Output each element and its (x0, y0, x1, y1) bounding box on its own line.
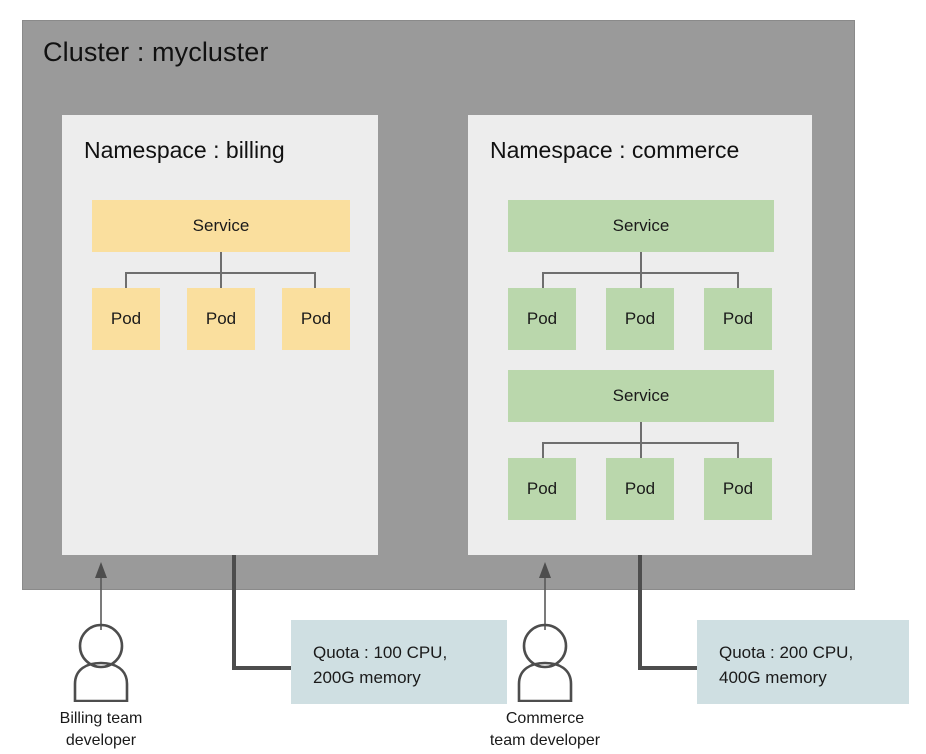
namespace-billing: Namespace : billing Service Pod Pod Pod (62, 115, 378, 555)
actor-billing-label: Billing team developer (21, 708, 181, 752)
service-group-commerce-2: Service Pod Pod Pod (508, 370, 774, 545)
service-group-commerce-1: Service Pod Pod Pod (508, 200, 774, 375)
pod-block[interactable]: Pod (704, 288, 772, 350)
arrow-up-icon (539, 562, 551, 630)
connector-stem (640, 422, 642, 444)
actor-commerce-label: Commerce team developer (465, 708, 625, 752)
quota-line-2: 200G memory (313, 668, 421, 687)
quota-line-2: 400G memory (719, 668, 827, 687)
person-icon (73, 623, 129, 702)
pod-block[interactable]: Pod (606, 288, 674, 350)
service-block[interactable]: Service (92, 200, 350, 252)
service-block[interactable]: Service (508, 200, 774, 252)
pod-block[interactable]: Pod (187, 288, 255, 350)
cluster-title: Cluster : mycluster (43, 37, 269, 67)
actor-label-line-2: team developer (489, 732, 601, 749)
connector-drop-mid (220, 272, 222, 288)
pod-block[interactable]: Pod (92, 288, 160, 350)
quota-box-commerce: Quota : 200 CPU, 400G memory (697, 620, 909, 704)
namespace-commerce: Namespace : commerce Service Pod Pod Pod… (468, 115, 812, 555)
connector-drop-mid (640, 272, 642, 288)
actor-label-line-1: Billing team (59, 710, 143, 727)
pod-block[interactable]: Pod (704, 458, 772, 520)
connector-drop-left (542, 442, 544, 458)
connector-drop-mid (640, 442, 642, 458)
pod-block[interactable]: Pod (508, 458, 576, 520)
connector-drop-right (314, 272, 316, 288)
namespace-billing-title: Namespace : billing (84, 137, 285, 163)
connector-drop-right (737, 442, 739, 458)
quota-line-1: Quota : 100 CPU, (313, 643, 448, 662)
connector-drop-right (737, 272, 739, 288)
quota-connector-commerce-horizontal (638, 666, 700, 670)
quota-box-billing: Quota : 100 CPU, 200G memory (291, 620, 507, 704)
person-icon (517, 623, 573, 702)
namespace-commerce-title: Namespace : commerce (490, 137, 740, 163)
pod-block[interactable]: Pod (606, 458, 674, 520)
connector-stem (640, 252, 642, 274)
actor-label-line-2: developer (65, 732, 137, 749)
connector-stem (220, 252, 222, 274)
quota-connector-commerce-vertical (638, 555, 642, 670)
arrow-up-icon (95, 562, 107, 630)
connector-drop-left (542, 272, 544, 288)
service-block[interactable]: Service (508, 370, 774, 422)
pod-block[interactable]: Pod (508, 288, 576, 350)
quota-connector-billing-vertical (232, 555, 236, 670)
connector-drop-left (125, 272, 127, 288)
actor-label-line-1: Commerce (505, 710, 585, 727)
quota-line-1: Quota : 200 CPU, (719, 643, 854, 662)
pod-block[interactable]: Pod (282, 288, 350, 350)
service-group-billing-1: Service Pod Pod Pod (92, 200, 350, 375)
quota-connector-billing-horizontal (232, 666, 294, 670)
